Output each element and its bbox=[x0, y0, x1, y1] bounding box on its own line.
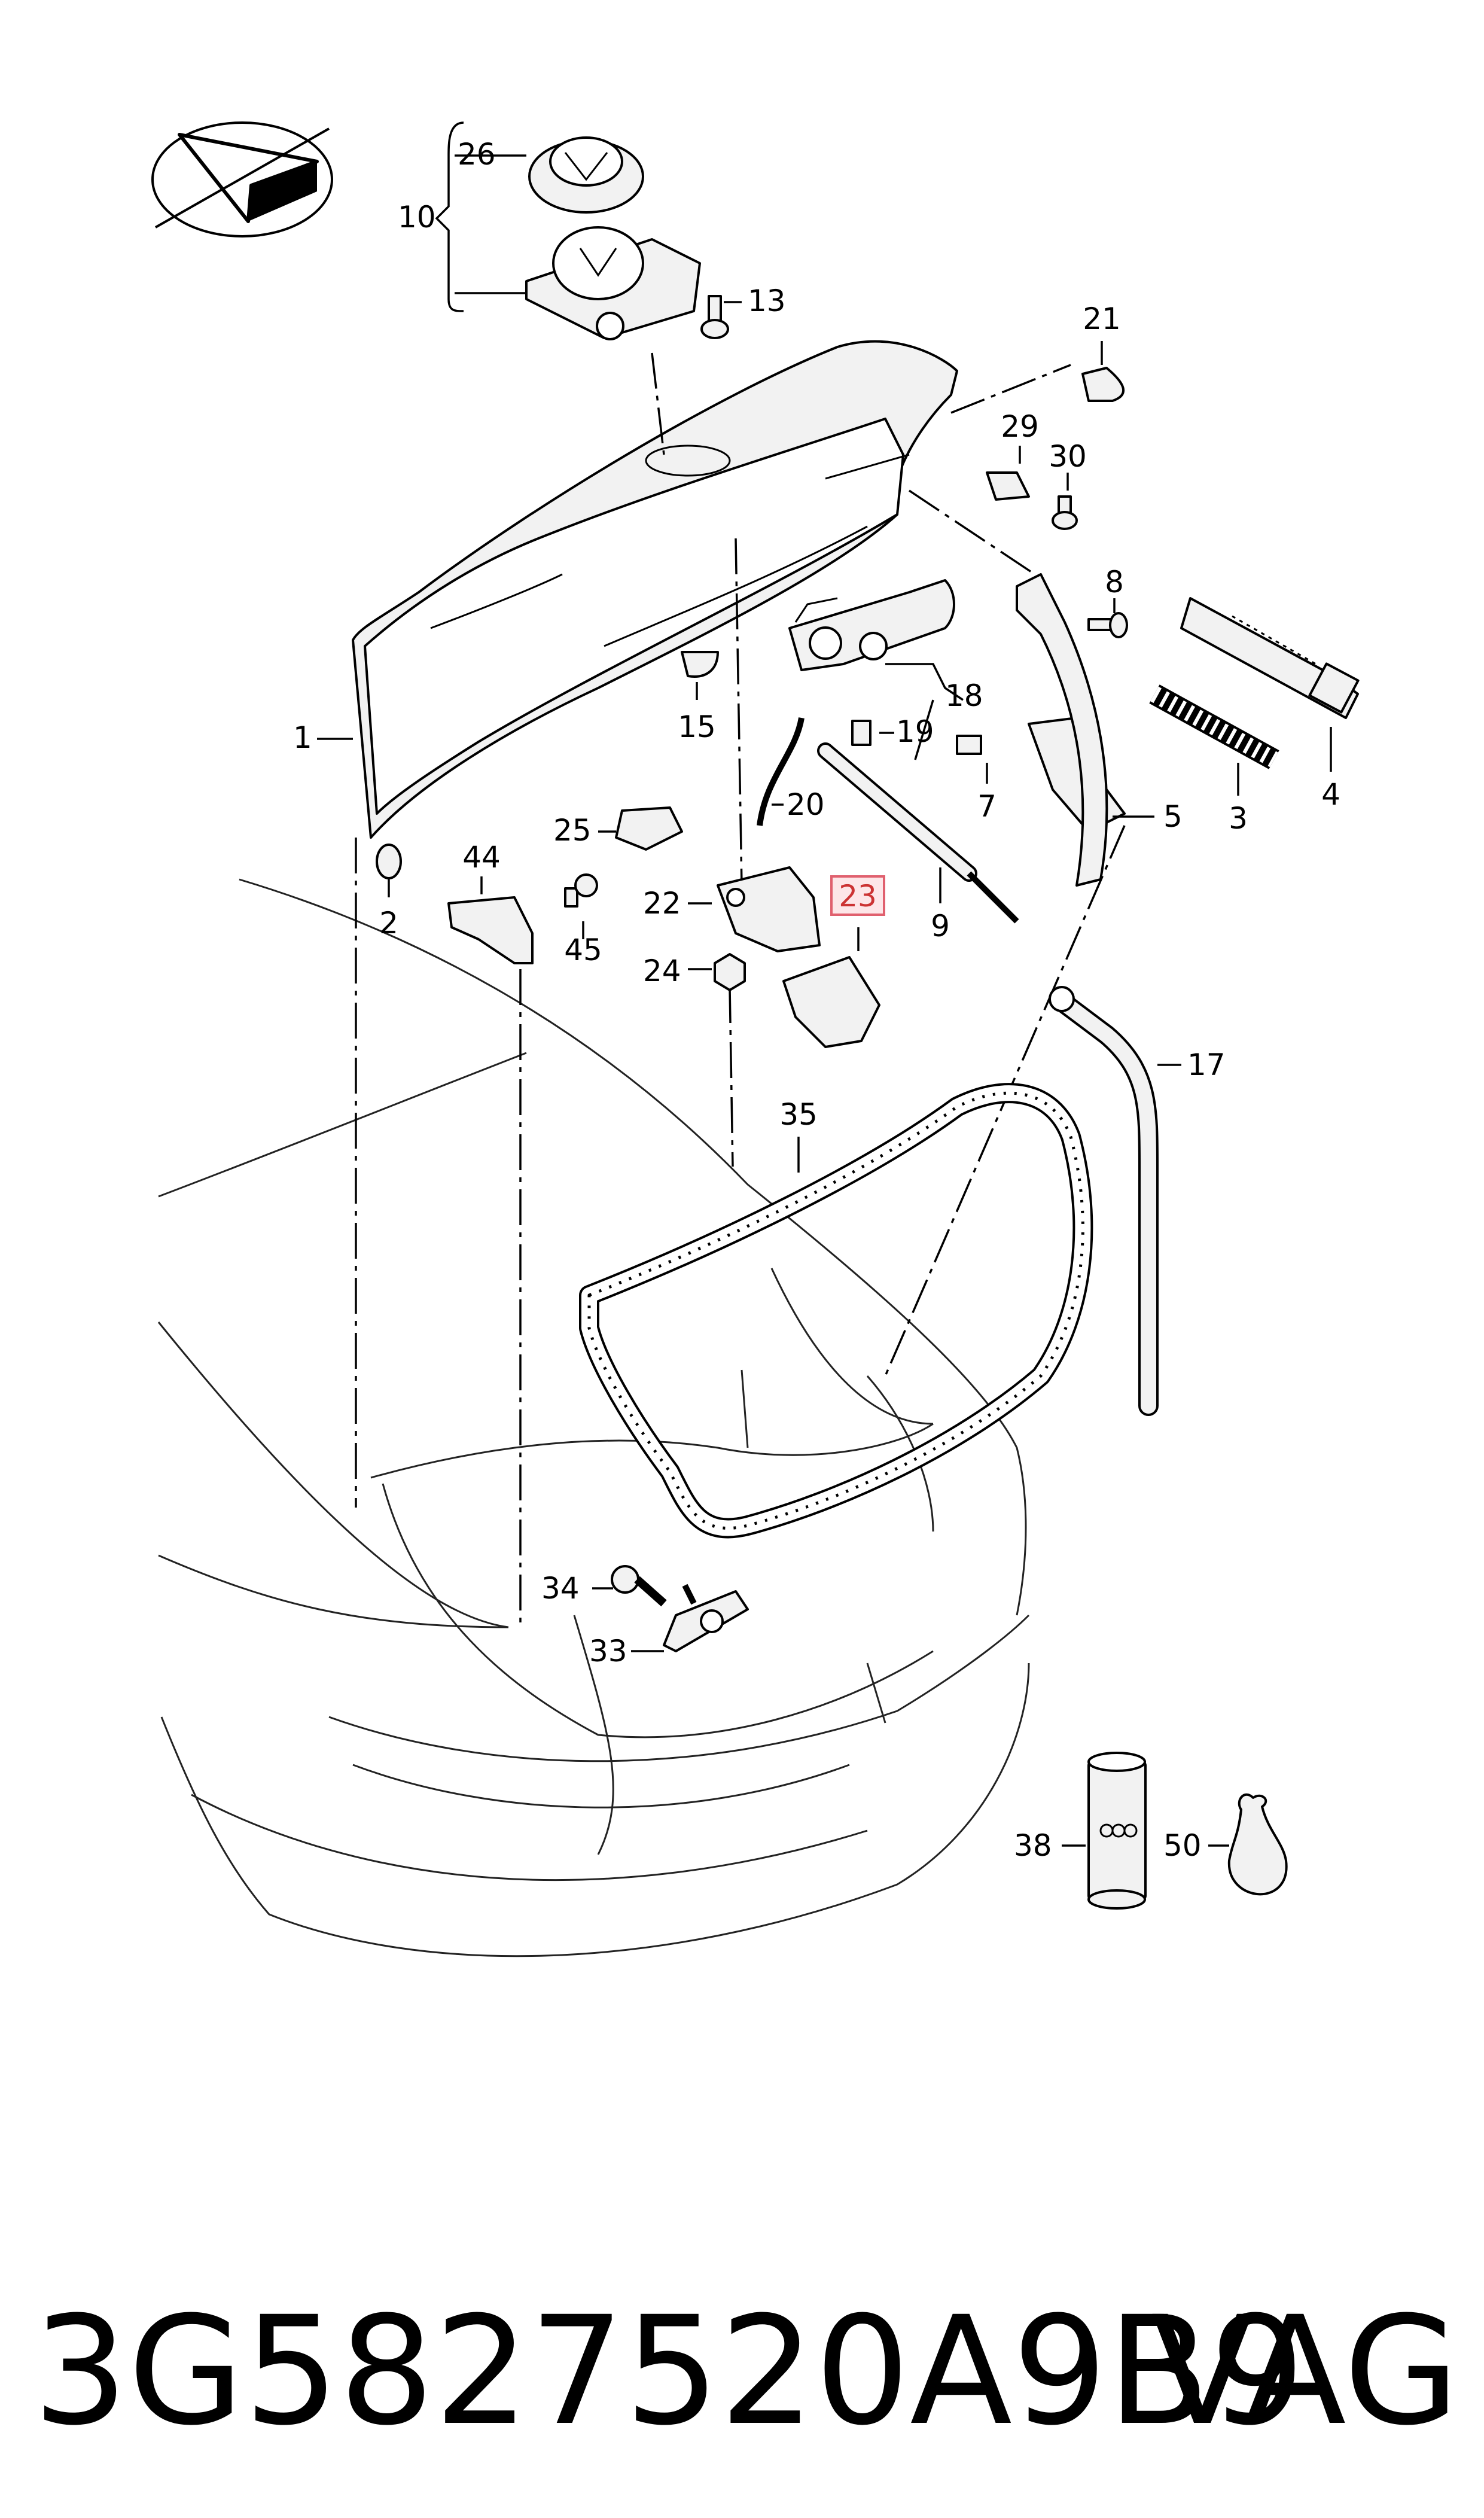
callout-22: 22 bbox=[643, 886, 681, 921]
striker-33-part bbox=[663, 1584, 749, 1652]
callout-9: 9 bbox=[931, 909, 950, 943]
callout-19: 19 bbox=[896, 714, 934, 749]
callout-45: 45 bbox=[564, 933, 602, 967]
clip-19-part bbox=[851, 720, 871, 746]
bolt-45-part bbox=[564, 873, 598, 908]
brand-label: VAG bbox=[1151, 2284, 1459, 2458]
hinge-5-part bbox=[1016, 573, 1108, 887]
buffer-21-part bbox=[1081, 367, 1125, 402]
bottle-38-part bbox=[1087, 1752, 1147, 1910]
callout-38: 38 bbox=[1014, 1828, 1052, 1863]
bush-29-part bbox=[986, 471, 1030, 501]
callout-7: 7 bbox=[977, 789, 997, 824]
emblem-cover-part bbox=[528, 136, 644, 214]
callout-15: 15 bbox=[678, 710, 716, 744]
spring-3-part bbox=[1149, 684, 1279, 769]
callout-33: 33 bbox=[589, 1634, 627, 1668]
nut-24-part bbox=[714, 953, 746, 991]
spindle-drive-4-part bbox=[1180, 597, 1360, 719]
callout-10: 10 bbox=[398, 200, 436, 235]
handle-23-part bbox=[782, 956, 880, 1048]
callout-23-highlighted: 23 bbox=[839, 879, 877, 914]
callout-4: 4 bbox=[1321, 777, 1340, 812]
callout-44: 44 bbox=[462, 840, 501, 875]
bag-50-part bbox=[1227, 1793, 1288, 1896]
screw-13-part bbox=[700, 295, 729, 339]
lock-motor-18-part bbox=[788, 579, 955, 671]
highlight-box bbox=[830, 875, 885, 916]
emblem-switch-unit-part bbox=[525, 226, 701, 340]
callout-5: 5 bbox=[1163, 799, 1183, 834]
door-seal-35-part bbox=[579, 1083, 1093, 1539]
car-body-outline bbox=[157, 878, 1030, 1957]
callout-21: 21 bbox=[1083, 302, 1121, 336]
bolt-30-part bbox=[1052, 495, 1078, 530]
callout-1: 1 bbox=[293, 720, 312, 755]
callout-13: 13 bbox=[748, 284, 786, 318]
plug-15-part bbox=[681, 651, 719, 678]
callout-35: 35 bbox=[779, 1097, 818, 1132]
callout-17: 17 bbox=[1187, 1048, 1226, 1082]
gas-strut-9-part bbox=[817, 742, 1019, 924]
callout-8: 8 bbox=[1105, 565, 1124, 599]
part-number: 3G5827520A9B9 bbox=[33, 2284, 1305, 2458]
callout-2: 2 bbox=[379, 906, 398, 940]
callout-26: 26 bbox=[458, 137, 496, 172]
callout-18: 18 bbox=[945, 678, 983, 713]
cable-20-part bbox=[757, 717, 805, 826]
bracket-44-part bbox=[447, 896, 534, 964]
callout-24: 24 bbox=[643, 954, 681, 988]
callout-34: 34 bbox=[541, 1571, 580, 1606]
trunk-lid-part bbox=[352, 340, 958, 839]
drain-hose-17-part bbox=[1049, 986, 1159, 1416]
callout-25: 25 bbox=[553, 813, 592, 848]
callout-30: 30 bbox=[1049, 439, 1087, 474]
callout-50: 50 bbox=[1163, 1828, 1202, 1863]
callout-labels: 26 10 13 21 29 30 8 1 15 18 19 4 20 7 5 … bbox=[293, 137, 1340, 1863]
callout-3: 3 bbox=[1229, 801, 1248, 836]
lock-22-part bbox=[717, 866, 821, 952]
callout-20: 20 bbox=[787, 787, 825, 822]
plug-2-part bbox=[376, 844, 402, 879]
bolt-8-part bbox=[1087, 612, 1128, 638]
direction-indicator-icon bbox=[151, 121, 333, 238]
cover-25-part bbox=[615, 806, 683, 851]
bolt-34-part bbox=[611, 1565, 667, 1607]
callout-29: 29 bbox=[1001, 409, 1039, 444]
